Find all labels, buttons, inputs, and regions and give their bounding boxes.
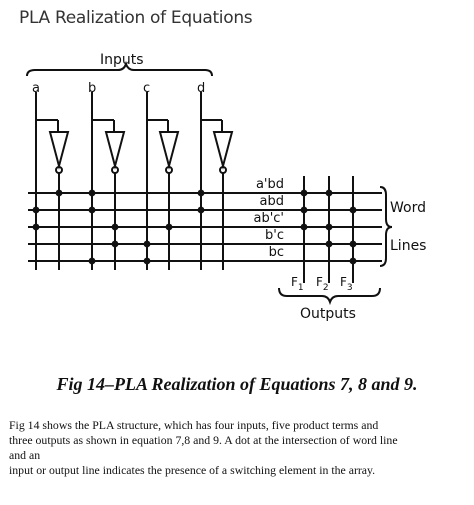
input-label-c: c	[143, 81, 150, 96]
inverter-a	[48, 131, 70, 170]
outputs-brace	[278, 287, 381, 306]
description-paragraph: Fig 14 shows the PLA structure, which ha…	[9, 418, 465, 478]
product-term-4: b'c	[265, 228, 284, 243]
input-column-d	[200, 92, 234, 270]
inverter-c	[158, 131, 180, 170]
paragraph-line-2: three outputs as shown in equation 7,8 a…	[9, 433, 398, 447]
pla-diagram: Inputs a b c d a'bd abd ab'c' b'c bc Wor…	[26, 52, 426, 322]
paragraph-line-3: and an	[9, 448, 41, 462]
product-term-1: a'bd	[256, 177, 284, 192]
output-label-f1: F1	[291, 275, 304, 293]
word-lines-label-lines: Lines	[390, 238, 426, 254]
figure-caption: Fig 14–PLA Realization of Equations 7, 8…	[56, 374, 418, 394]
inputs-brace	[26, 60, 213, 77]
input-label-a: a	[32, 81, 40, 96]
paragraph-line-4: input or output line indicates the prese…	[9, 463, 376, 477]
input-label-b: b	[88, 81, 96, 96]
product-term-2: abd	[260, 194, 284, 209]
inverter-b	[104, 131, 126, 170]
input-column-b	[91, 92, 126, 270]
input-column-c	[146, 92, 180, 270]
word-lines-brace	[379, 186, 393, 267]
word-lines-label-word: Word	[390, 200, 426, 216]
output-label-f3: F3	[340, 275, 353, 293]
outputs-label: Outputs	[300, 306, 356, 322]
page-title: PLA Realization of Equations	[19, 8, 253, 28]
inverter-d	[212, 131, 234, 170]
inputs-label: Inputs	[100, 52, 144, 68]
word-lines	[28, 192, 382, 262]
input-column-a	[35, 92, 70, 270]
product-term-3: ab'c'	[253, 211, 284, 226]
output-label-f2: F2	[316, 275, 329, 293]
product-term-5: bc	[269, 245, 284, 260]
switching-elements	[32, 189, 357, 265]
paragraph-line-1: Fig 14 shows the PLA structure, which ha…	[9, 418, 379, 432]
input-label-d: d	[197, 81, 205, 96]
